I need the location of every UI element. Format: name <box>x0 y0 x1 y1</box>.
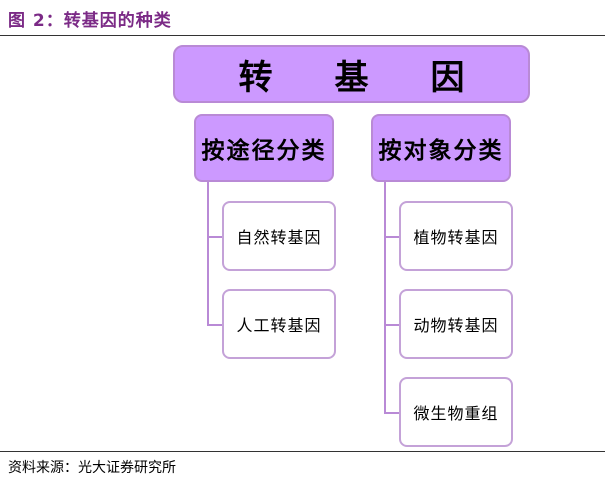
connector-method-trunk <box>207 182 209 325</box>
root-node-label: 转基因 <box>238 57 527 98</box>
connector-method-branch-1 <box>207 236 223 238</box>
connector-object-branch-1 <box>384 236 400 238</box>
leaf-artificial-transgenic: 人工转基因 <box>222 289 336 359</box>
category-by-method: 按途径分类 <box>194 114 334 182</box>
connector-object-branch-2 <box>384 324 400 326</box>
leaf-plant-transgenic: 植物转基因 <box>399 201 513 271</box>
connector-method-branch-2 <box>207 324 223 326</box>
leaf-microbial-recombination: 微生物重组 <box>399 377 513 447</box>
connector-object-branch-3 <box>384 412 400 414</box>
figure-title: 图 2：转基因的种类 <box>8 11 172 31</box>
category-by-object: 按对象分类 <box>371 114 511 182</box>
root-node: 转基因 <box>173 45 530 103</box>
bottom-rule <box>0 451 605 452</box>
leaf-natural-transgenic: 自然转基因 <box>222 201 336 271</box>
top-rule <box>0 35 605 36</box>
connector-object-trunk <box>384 182 386 413</box>
source-note: 资料来源：光大证券研究所 <box>8 460 176 476</box>
leaf-animal-transgenic: 动物转基因 <box>399 289 513 359</box>
